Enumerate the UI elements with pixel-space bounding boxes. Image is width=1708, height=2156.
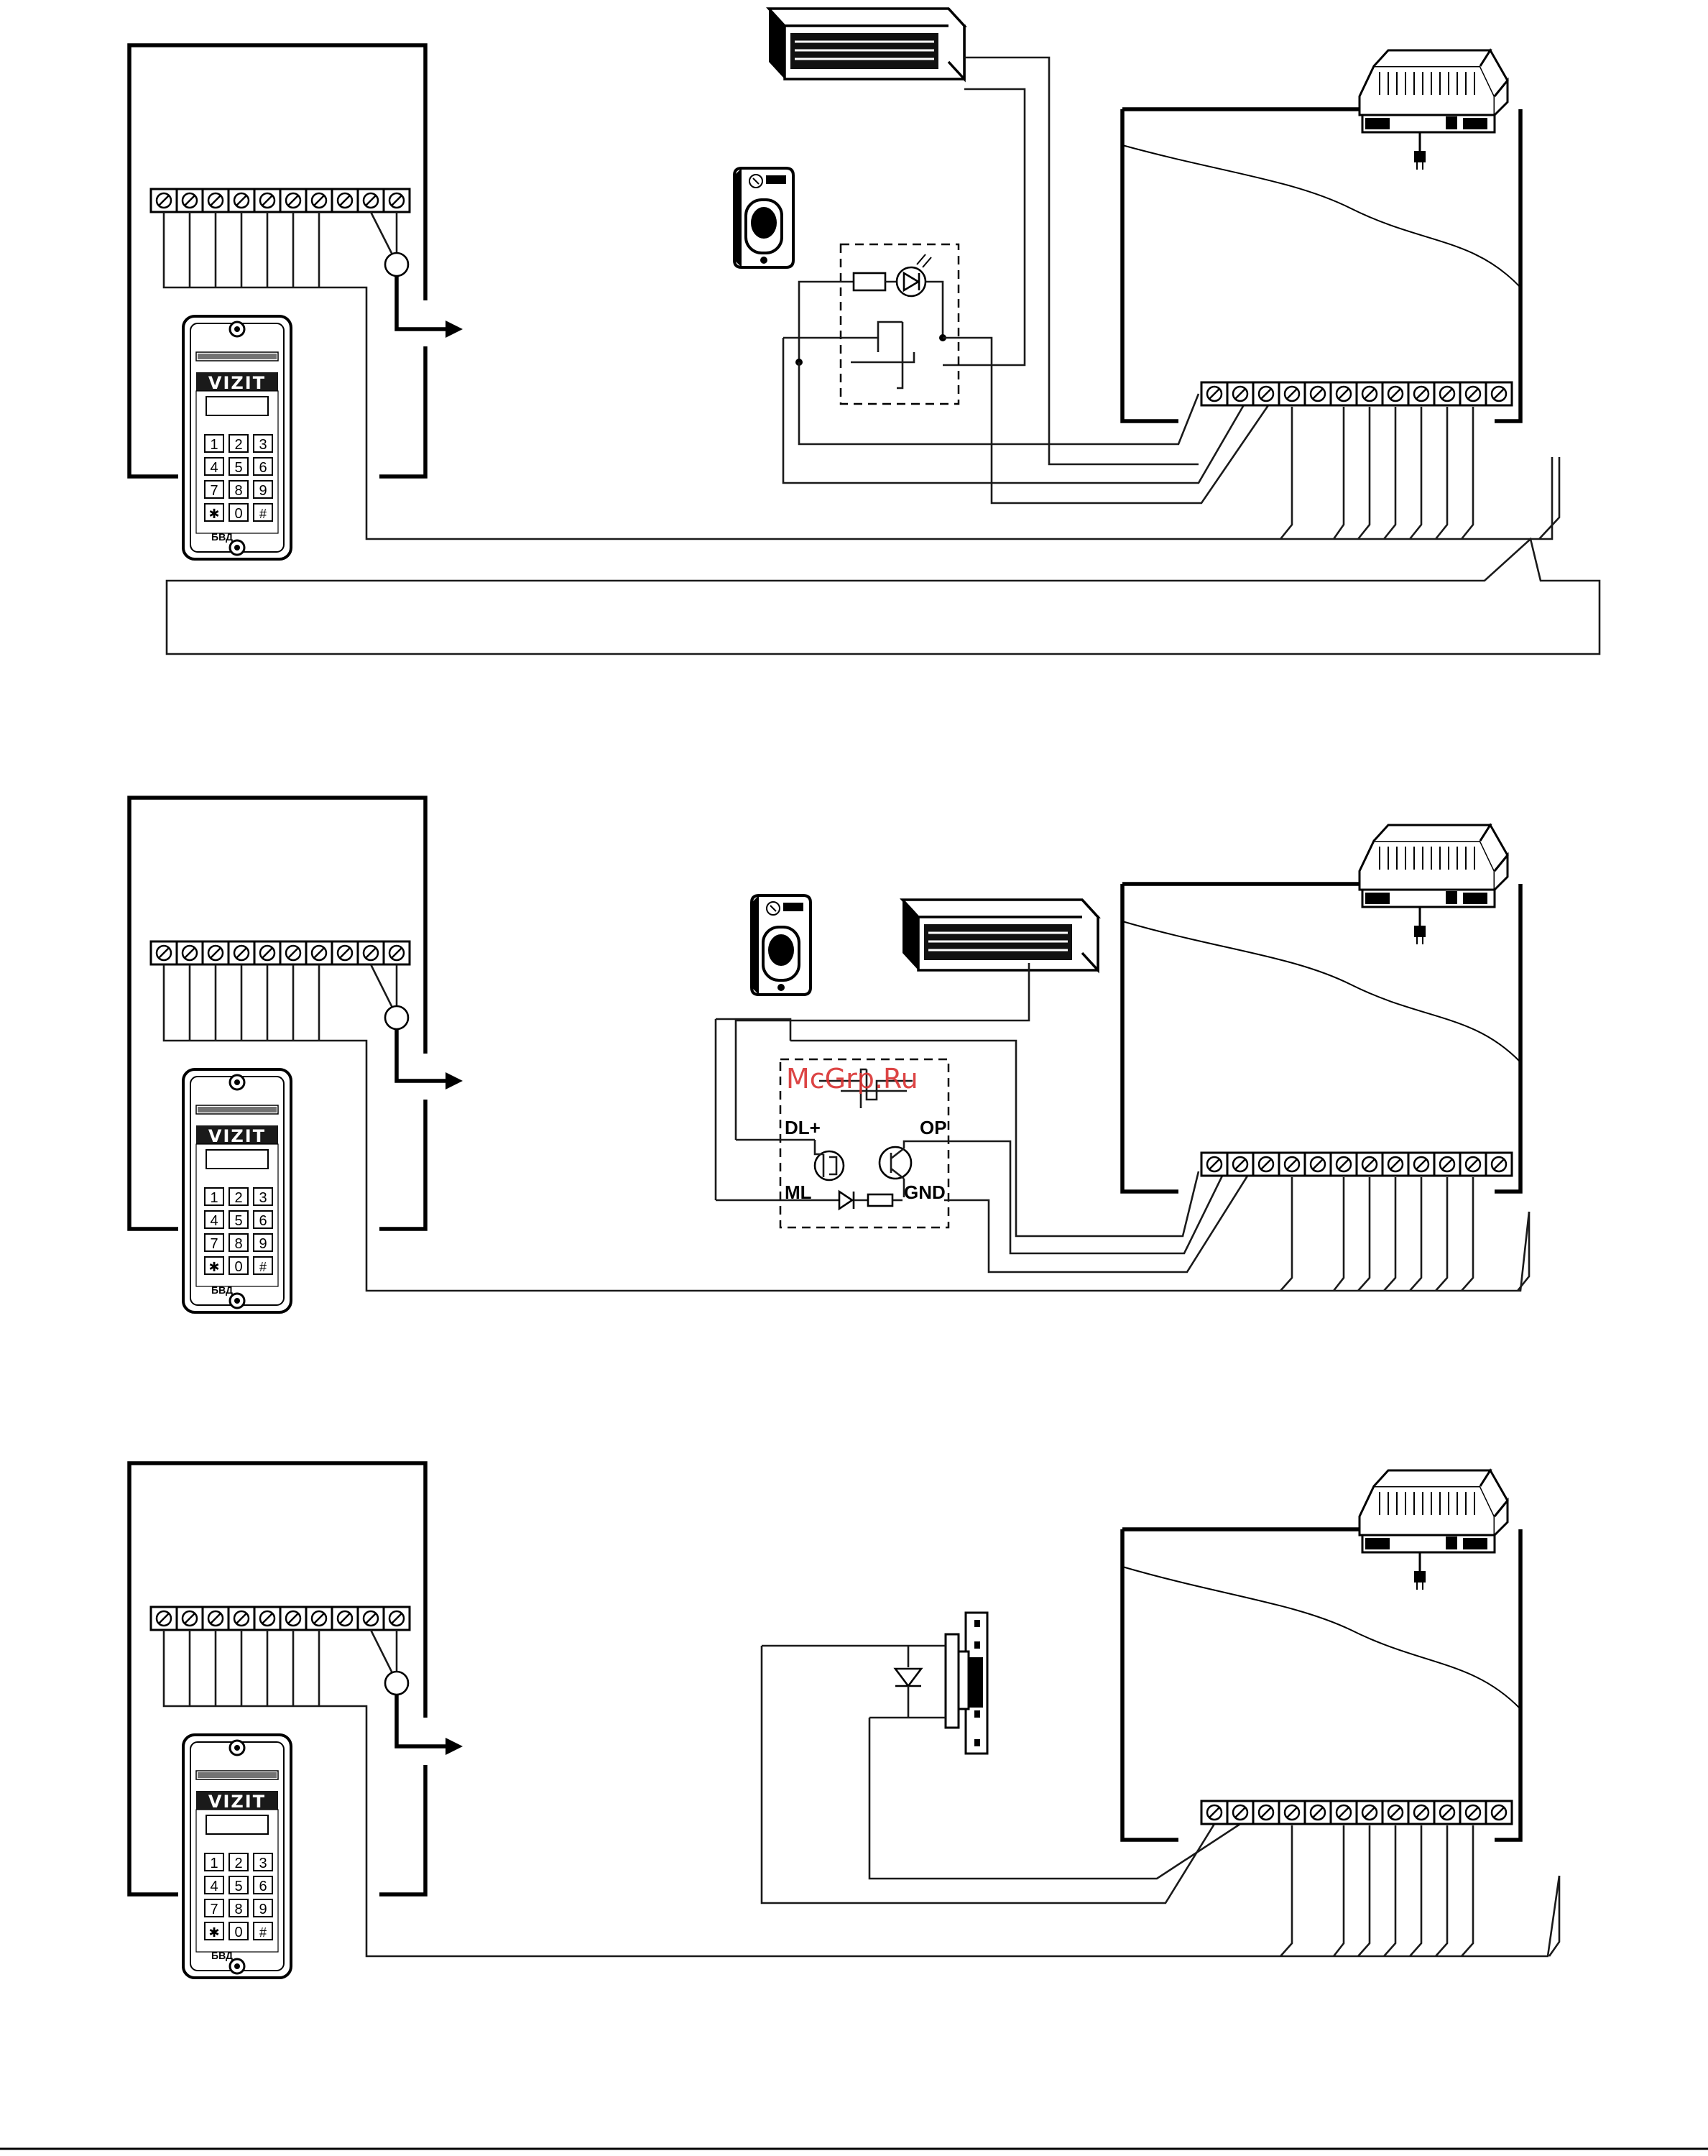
key-2: 2	[234, 437, 242, 453]
key-0: 0	[234, 1925, 242, 1940]
block-panel	[127, 1461, 428, 1897]
power-supply-icon	[1358, 1469, 1509, 1591]
key-1: 1	[210, 1190, 218, 1206]
terminal-block-panel	[149, 1606, 411, 1631]
key-0: 0	[234, 506, 242, 522]
key-4: 4	[210, 1213, 218, 1229]
key-hash: #	[259, 1260, 267, 1274]
label-op: OP	[920, 1117, 947, 1138]
panel-model-text: БВД	[211, 531, 233, 543]
key-5: 5	[234, 460, 242, 476]
panel-model-text: БВД	[211, 1950, 233, 1961]
key-hash: #	[259, 1925, 267, 1940]
magnetic-lock	[901, 898, 1099, 972]
electric-strike	[944, 1611, 989, 1755]
diagram-2: VIZIT 1 2 3 4 5 6 7 8 9 ✱ 0 # БВД McGrp.…	[127, 796, 1531, 1314]
exit-button	[750, 894, 812, 996]
led-icon	[895, 254, 932, 298]
panel-keypad: 1 2 3 4 5 6 7 8 9 ✱ 0 #	[204, 1187, 273, 1275]
panel-keypad: 1 2 3 4 5 6 7 8 9 ✱ 0 #	[204, 434, 273, 522]
key-0: 0	[234, 1259, 242, 1275]
key-5: 5	[234, 1213, 242, 1229]
panel-keypad: 1 2 3 4 5 6 7 8 9 ✱ 0 #	[204, 1853, 273, 1940]
reed-switch-symbol	[819, 1068, 913, 1108]
terminal-block-panel	[149, 188, 411, 213]
block-panel	[127, 796, 428, 1231]
key-7: 7	[210, 1236, 218, 1252]
terminal-block-controller	[1200, 1800, 1513, 1825]
key-4: 4	[210, 460, 218, 476]
key-9: 9	[259, 1236, 267, 1252]
key-6: 6	[259, 1879, 267, 1894]
key-9: 9	[259, 483, 267, 499]
key-8: 8	[234, 1902, 242, 1917]
bottom-label-box	[165, 537, 1601, 655]
key-1: 1	[210, 1856, 218, 1871]
panel-model-text: БВД	[211, 1284, 233, 1296]
panel-brand-text: VIZIT	[208, 1792, 266, 1812]
power-supply-icon	[1358, 824, 1509, 946]
key-star: ✱	[208, 1260, 219, 1274]
dashed-module	[779, 1058, 950, 1229]
key-6: 6	[259, 1213, 267, 1229]
magnetic-lock	[767, 7, 966, 80]
key-7: 7	[210, 1902, 218, 1917]
exit-button	[733, 167, 795, 269]
key-3: 3	[259, 1190, 267, 1206]
key-2: 2	[234, 1190, 242, 1206]
terminal-block-controller	[1200, 381, 1513, 407]
dashed-module	[839, 243, 960, 405]
key-3: 3	[259, 437, 267, 453]
label-gnd: GND	[904, 1181, 946, 1203]
diagram-1: VIZIT 1 2 3 4 5 6 7 8 9 ✱ 0 # БВД	[127, 7, 1601, 655]
key-6: 6	[259, 460, 267, 476]
key-5: 5	[234, 1879, 242, 1894]
diagram-3: VIZIT 1 2 3 4 5 6 7 8 9 ✱ 0 # БВД	[127, 1461, 1561, 1979]
key-7: 7	[210, 483, 218, 499]
panel-brand-text: VIZIT	[208, 1126, 266, 1146]
watermark-text: McGrp.Ru	[786, 1063, 918, 1095]
terminal-block-controller	[1200, 1151, 1513, 1177]
diode-icon	[893, 1646, 923, 1718]
key-8: 8	[234, 1236, 242, 1252]
key-star: ✱	[208, 1925, 219, 1940]
key-9: 9	[259, 1902, 267, 1917]
key-2: 2	[234, 1856, 242, 1871]
key-1: 1	[210, 437, 218, 453]
key-4: 4	[210, 1879, 218, 1894]
key-star: ✱	[208, 507, 219, 521]
power-supply-icon	[1358, 49, 1509, 171]
key-3: 3	[259, 1856, 267, 1871]
panel-brand-text: VIZIT	[208, 373, 266, 393]
terminal-block-panel	[149, 940, 411, 966]
key-hash: #	[259, 507, 267, 521]
key-8: 8	[234, 483, 242, 499]
block-panel	[127, 43, 428, 479]
label-dl-plus: DL+	[785, 1117, 821, 1138]
